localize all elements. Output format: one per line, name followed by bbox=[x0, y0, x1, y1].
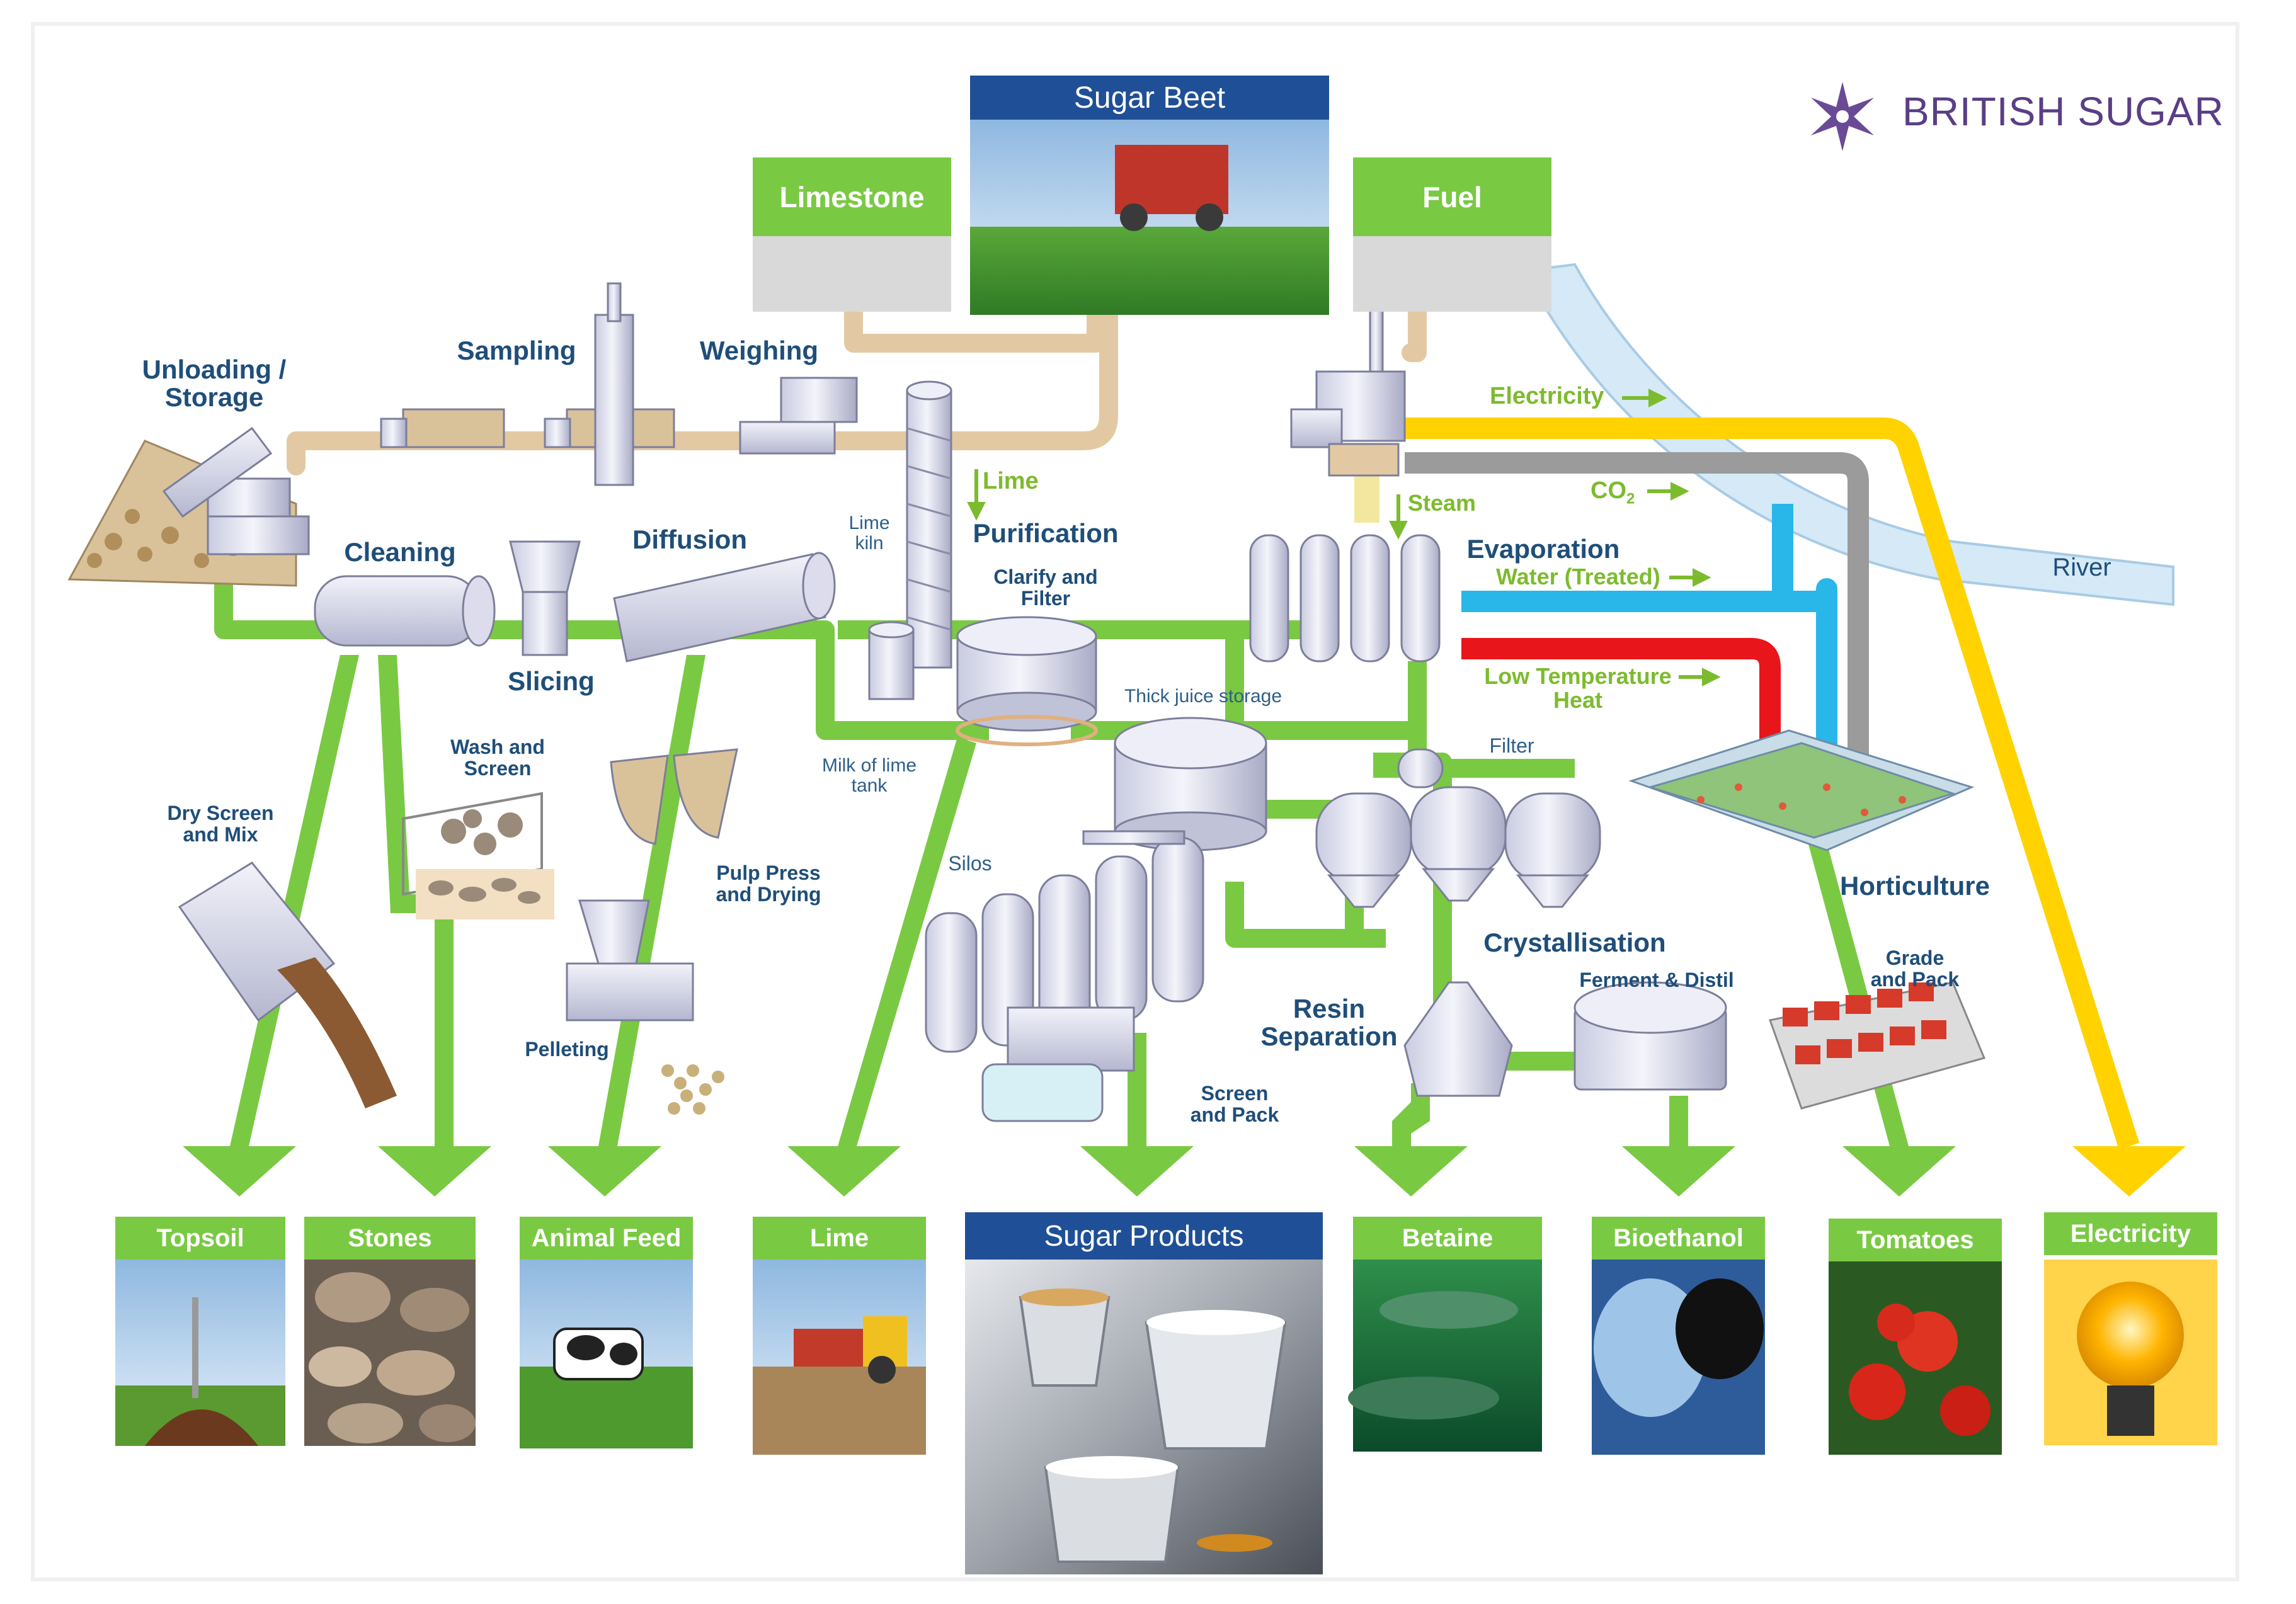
evaporators-illustration bbox=[1249, 534, 1441, 663]
output-stones-label: Stones bbox=[304, 1217, 476, 1260]
label-crystallisation: Crystallisation bbox=[1483, 928, 1666, 957]
label-diffusion: Diffusion bbox=[632, 525, 747, 554]
output-betaine-label: Betaine bbox=[1353, 1217, 1542, 1260]
pelleter-illustration bbox=[566, 899, 724, 1115]
sugar-beet-input: Sugar Beet bbox=[970, 76, 1329, 120]
cleaning-drum-illustration bbox=[314, 575, 496, 647]
label-lime-kiln: Lime kiln bbox=[848, 513, 890, 554]
label-filter: Filter bbox=[1489, 734, 1534, 757]
label-low-temp-heat: Low Temperature Heat bbox=[1484, 663, 1672, 713]
greenhouses-illustration bbox=[1628, 729, 1975, 851]
clarifier-illustration bbox=[956, 616, 1098, 746]
betaine-photo bbox=[1348, 1260, 1542, 1452]
output-tomatoes: Tomatoes bbox=[1829, 1219, 2002, 1261]
brand-name: BRITISH SUGAR bbox=[1902, 89, 2224, 134]
stones-photo bbox=[304, 1260, 476, 1446]
label-lime-input: Lime bbox=[983, 468, 1039, 494]
label-pelleting: Pelleting bbox=[525, 1038, 609, 1061]
silos-illustration bbox=[925, 830, 1204, 1122]
label-slicing: Slicing bbox=[508, 666, 595, 696]
output-betaine: Betaine bbox=[1353, 1217, 1542, 1260]
output-sugar-products-label: Sugar Products bbox=[965, 1212, 1323, 1260]
sugar-beet-label: Sugar Beet bbox=[970, 76, 1329, 120]
label-wash-screen: Wash and Screen bbox=[450, 736, 545, 780]
output-bioethanol: Bioethanol bbox=[1592, 1217, 1765, 1260]
animal-feed-photo bbox=[520, 1260, 693, 1448]
label-purification: Purification bbox=[973, 518, 1119, 548]
limestone-input: Limestone bbox=[753, 157, 951, 312]
output-animal-feed-label: Animal Feed bbox=[520, 1217, 693, 1260]
topsoil-photo bbox=[115, 1260, 285, 1446]
pulp-press-illustration bbox=[610, 748, 738, 845]
label-milk-of-lime: Milk of lime tank bbox=[821, 755, 917, 796]
slicer-illustration bbox=[509, 540, 581, 656]
output-electricity: Electricity bbox=[2044, 1212, 2217, 1255]
bioethanol-photo bbox=[1592, 1260, 1765, 1455]
fuel-input: Fuel bbox=[1353, 157, 1551, 312]
star-snowflake-icon bbox=[1811, 82, 1874, 151]
label-dry-screen: Dry Screen and Mix bbox=[167, 802, 274, 846]
sugar-beet-photo bbox=[970, 120, 1329, 315]
lightbulb-photo bbox=[2044, 1260, 2217, 1445]
label-co2-util: CO2 bbox=[1591, 477, 1635, 508]
label-screen-pack: Screen and Pack bbox=[1190, 1082, 1279, 1126]
output-topsoil: Topsoil bbox=[115, 1217, 285, 1260]
label-water-treated: Water (Treated) bbox=[1496, 564, 1660, 589]
lime-field-photo bbox=[753, 1260, 926, 1455]
label-electricity-util: Electricity bbox=[1490, 383, 1604, 409]
weighing-trucks-illustration bbox=[380, 282, 858, 486]
output-bioethanol-label: Bioethanol bbox=[1592, 1217, 1765, 1260]
unloading-storage-illustration bbox=[67, 426, 310, 587]
label-thick-juice: Thick juice storage bbox=[1124, 686, 1282, 707]
output-topsoil-label: Topsoil bbox=[115, 1217, 285, 1260]
label-clarify-filter: Clarify and Filter bbox=[993, 566, 1098, 610]
label-cleaning: Cleaning bbox=[344, 537, 456, 567]
lime-kiln-illustration bbox=[868, 380, 952, 700]
label-weighing: Weighing bbox=[699, 336, 819, 365]
label-horticulture: Horticulture bbox=[1839, 871, 1990, 901]
output-lime-label: Lime bbox=[753, 1217, 926, 1260]
output-tomatoes-label: Tomatoes bbox=[1829, 1219, 2002, 1261]
output-sugar-products: Sugar Products bbox=[965, 1212, 1323, 1260]
label-evaporation: Evaporation bbox=[1466, 534, 1620, 564]
boiler-house-illustration bbox=[1290, 295, 1406, 477]
output-electricity-label: Electricity bbox=[2044, 1212, 2217, 1255]
tomatoes-photo bbox=[1829, 1260, 2002, 1455]
output-stones: Stones bbox=[304, 1217, 476, 1260]
label-ferment-distil: Ferment & Distil bbox=[1579, 969, 1734, 991]
output-lime: Lime bbox=[753, 1217, 926, 1260]
crystallisers-illustration bbox=[1315, 748, 1727, 1097]
label-unloading: Unloading / Storage bbox=[142, 355, 287, 412]
tomato-crates-illustration bbox=[1769, 981, 1986, 1110]
sugar-products-photo bbox=[965, 1260, 1323, 1574]
label-grade-pack: Grade and Pack bbox=[1870, 947, 1960, 991]
label-sampling: Sampling bbox=[457, 336, 576, 365]
diffuser-illustration bbox=[613, 552, 836, 663]
label-river: River bbox=[2052, 554, 2111, 581]
label-silos: Silos bbox=[948, 852, 992, 875]
limestone-label: Limestone bbox=[753, 157, 951, 236]
dry-screen-drum-illustration bbox=[178, 862, 397, 1108]
wash-screen-illustration bbox=[402, 792, 554, 919]
label-steam: Steam bbox=[1408, 490, 1476, 516]
label-resin-separation: Resin Separation bbox=[1260, 994, 1398, 1052]
output-animal-feed: Animal Feed bbox=[520, 1217, 693, 1260]
fuel-label: Fuel bbox=[1353, 157, 1551, 236]
label-pulp-press: Pulp Press and Drying bbox=[716, 862, 821, 906]
